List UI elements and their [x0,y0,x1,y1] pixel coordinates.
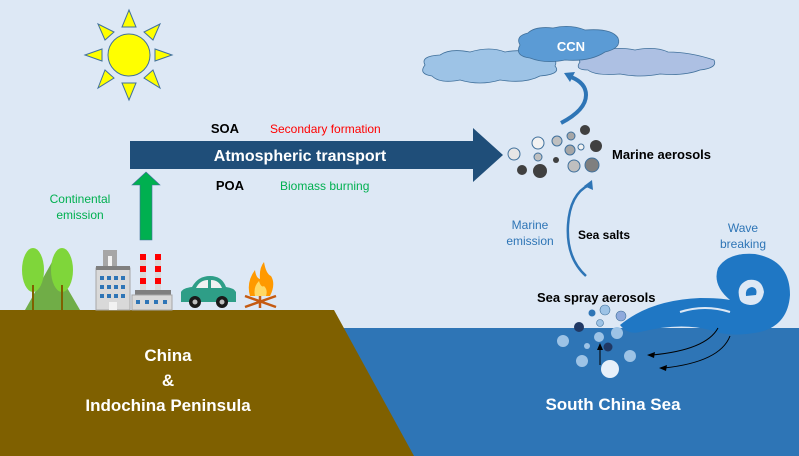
marine-aerosols-label: Marine aerosols [612,147,711,162]
ccn-label: CCN [557,39,585,54]
building-icon [95,250,131,311]
land-label-3: Indochina Peninsula [85,396,251,415]
sea-name-label: South China Sea [545,395,681,414]
continental-emission-label-2: emission [56,208,103,222]
continental-emission-label-1: Continental [50,192,111,206]
wave-breaking-label-1: Wave [728,221,759,235]
land-area [0,310,414,456]
sea-salts-arrow [566,183,590,277]
secondary-formation-label: Secondary formation [270,122,381,136]
particle-icon [557,304,636,378]
poa-label: POA [216,178,245,193]
ccn-arrowhead [564,72,575,82]
wave-breaking-label-2: breaking [720,237,766,251]
atmospheric-transport-label: Atmospheric transport [214,148,387,165]
cloud-icon [422,26,716,84]
land-label-1: China [144,346,192,365]
particle-icon [507,125,602,178]
marine-emission-label-2: emission [506,234,553,248]
ccn-uplift-arrow [560,75,589,125]
sea-salts-arrowhead [584,180,593,190]
spray-up-arrowhead [597,343,603,350]
wave-icon [620,253,790,335]
car-icon [181,276,236,308]
marine-emission-label-1: Marine [512,218,549,232]
atmospheric-transport-arrow [130,128,503,182]
soa-label: SOA [211,121,240,136]
wave-return-arrowhead-2 [659,365,667,371]
sea-spray-aerosols-label: Sea spray aerosols [537,290,656,305]
sea-salts-label: Sea salts [578,228,630,242]
fire-icon [244,262,277,309]
land-label-2: & [162,371,174,390]
biomass-burning-label: Biomass burning [280,179,369,193]
trees-icon [22,248,80,310]
wave-return-arrow-2 [663,335,731,369]
continental-emission-arrow [131,171,161,241]
wave-return-arrow-1 [651,327,719,356]
factory-icon [131,254,173,311]
sun-icon [83,8,174,102]
wave-return-arrowhead-1 [647,352,655,358]
